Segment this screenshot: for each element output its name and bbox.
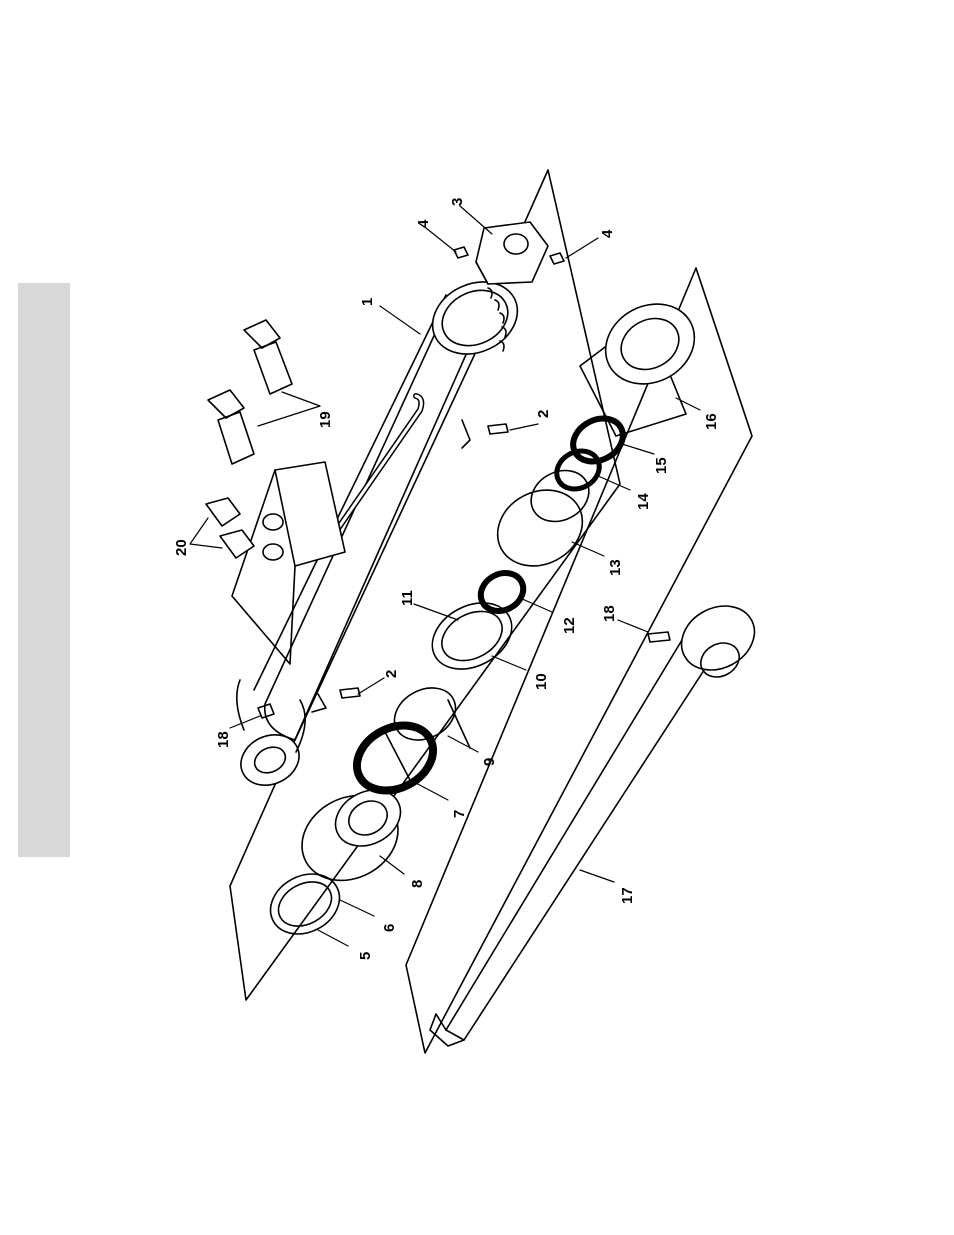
callout-18a: 18: [215, 731, 232, 748]
callout-5: 5: [357, 952, 374, 960]
callout-9: 9: [481, 758, 498, 766]
callout-4a: 4: [415, 219, 432, 228]
callout-11: 11: [399, 590, 416, 606]
callout-15: 15: [653, 457, 670, 474]
callout-8: 8: [409, 880, 426, 888]
gland-13: [484, 461, 598, 581]
callout-3: 3: [449, 198, 466, 206]
gland-8: [287, 779, 413, 897]
seal-15: [566, 410, 631, 470]
seal-12: [474, 566, 530, 618]
upper-group-frame: [230, 170, 620, 1000]
callout-17: 17: [619, 887, 636, 904]
callout-18b: 18: [601, 605, 618, 622]
callout-4b: 4: [599, 229, 616, 238]
callout-6: 6: [381, 924, 398, 932]
rod-end-16: [580, 289, 708, 436]
piston-10: [421, 590, 523, 682]
callout-19: 19: [317, 411, 334, 428]
plug-icon: [206, 498, 254, 558]
callout-16: 16: [703, 413, 720, 430]
callout-13: 13: [607, 559, 624, 576]
cartridge-valve-icon: [208, 320, 292, 464]
callout-10: 10: [533, 673, 550, 690]
callout-12: 12: [561, 617, 578, 634]
piston-rod: [430, 594, 766, 1046]
callout-2a: 2: [535, 410, 552, 418]
callout-14: 14: [635, 493, 652, 510]
cylinder-barrel: [232, 269, 529, 795]
callout-1: 1: [359, 298, 376, 306]
callout-7: 7: [451, 810, 468, 818]
callout-2b: 2: [383, 670, 400, 678]
nut-icon: [476, 222, 548, 284]
callout-20: 20: [173, 539, 190, 556]
